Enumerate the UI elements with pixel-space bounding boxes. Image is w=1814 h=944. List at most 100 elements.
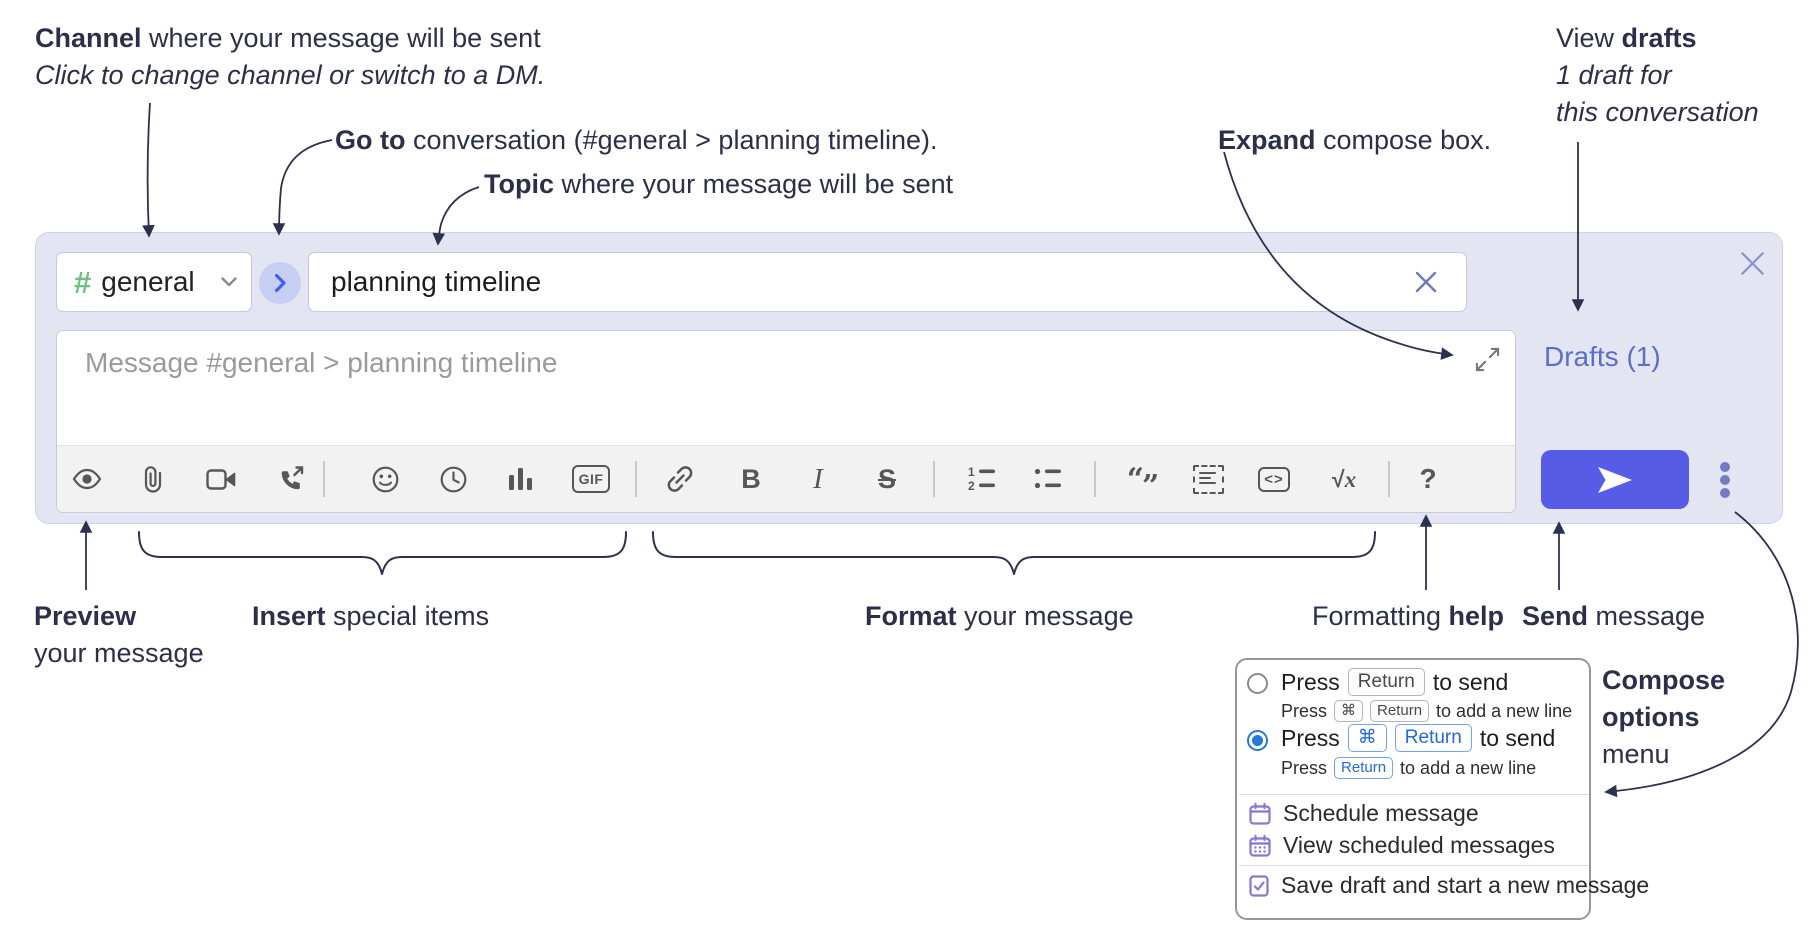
annotation-compose-options: Compose options menu [1602,665,1726,769]
bulleted-list-button[interactable] [1026,457,1070,501]
italic-icon: I [813,462,823,495]
menu-item-save-draft-new-message[interactable]: Save draft and start a new message [1249,872,1649,899]
chevron-right-icon [274,274,286,292]
close-compose-button[interactable] [1734,245,1770,281]
send-button[interactable] [1541,450,1689,509]
ellipsis-dot [1720,488,1730,498]
spoiler-button[interactable] [1186,457,1230,501]
annotation-topic: Topic where your message will be sent [484,169,954,199]
add-poll-button[interactable] [499,457,543,501]
ellipsis-dot [1720,475,1730,485]
message-input[interactable] [57,331,1515,448]
channel-hash-icon: # [74,264,92,300]
popup-divider [1239,865,1589,866]
message-formatting-help-button[interactable]: ? [1406,457,1450,501]
brace-format [652,531,1376,575]
menu-item-view-scheduled-messages[interactable]: View scheduled messages [1249,832,1555,859]
channel-selector[interactable]: # general [56,252,252,312]
annotation-go-to: Go to conversation (#general > planning … [335,125,938,155]
radio-dot [1252,735,1263,746]
clear-topic-button[interactable] [1408,264,1444,300]
option-return-to-send-subtext: Press ⌘ Return to add a new line [1281,700,1573,722]
add-global-time-button[interactable] [431,457,475,501]
eye-icon [72,468,102,490]
annotation-formatting-help: Formatting help [1312,601,1505,631]
attach-file-button[interactable] [131,457,175,501]
option-text: Press [1281,724,1340,751]
key-cmd: ⌘ [1334,700,1364,722]
numbered-list-button[interactable]: 1 2 [960,457,1004,501]
menu-item-label: Save draft and start a new message [1281,872,1650,898]
svg-text:2: 2 [968,479,975,492]
bar-chart-icon [509,468,532,490]
option-return-to-send[interactable]: Press Return to send [1281,668,1508,696]
arrow-channel [142,102,155,238]
phone-call-icon [281,465,303,489]
message-box: GIF B I [56,330,1516,513]
drafts-link[interactable]: Drafts (1) [1544,341,1661,372]
menu-item-label: View scheduled messages [1283,832,1555,858]
video-camera-icon [206,468,236,490]
toolbar-divider [323,461,325,497]
key-return: Return [1347,668,1425,696]
strikethrough-button[interactable]: S [865,457,909,501]
expand-diagonal-icon [1475,347,1499,371]
smiley-icon [372,466,398,492]
math-button[interactable]: √x [1322,457,1366,501]
bulleted-list-icon [1034,468,1061,489]
arrow-goto [272,139,333,236]
toolbar-divider [1094,461,1096,497]
bold-button[interactable]: B [729,457,773,501]
go-to-conversation-button[interactable] [259,262,301,304]
ellipsis-dot [1720,462,1730,472]
send-icon [1598,466,1632,493]
expand-compose-button[interactable] [1469,341,1505,377]
save-draft-icon [1249,874,1269,897]
compose-options-menu-button[interactable] [1713,462,1737,498]
spoiler-icon [1192,464,1224,494]
annotation-channel: Channel where your message will be sent … [35,23,546,90]
italic-button[interactable]: I [796,457,840,501]
code-icon: <> [1258,466,1290,492]
option-cmd-return-to-send[interactable]: Press ⌘ Return to send [1281,724,1555,752]
brace-insert [138,531,627,575]
option-cmd-return-to-send-subtext: Press Return to add a new line [1281,757,1537,779]
key-cmd: ⌘ [1347,724,1387,752]
radio-return-to-send[interactable] [1247,673,1268,694]
radio-cmd-return-to-send[interactable] [1247,730,1268,751]
quote-button[interactable]: “” [1120,457,1164,504]
annotation-insert: Insert special items [252,601,490,631]
option-text: to send [1432,668,1509,695]
menu-item-label: Schedule message [1283,800,1479,826]
key-return: Return [1394,724,1472,752]
link-icon [667,466,693,492]
gif-icon: GIF [571,465,611,493]
video-call-button[interactable] [199,457,243,501]
preview-button[interactable] [65,457,109,501]
emoji-button[interactable] [363,457,407,501]
option-text: to send [1479,724,1556,751]
audio-call-button[interactable] [269,457,313,501]
annotation-format: Format your message [865,601,1134,631]
paperclip-icon [144,466,162,493]
link-button[interactable] [658,457,702,501]
numbered-list-icon: 1 2 [968,466,995,492]
add-gif-button[interactable]: GIF [565,457,617,501]
annotation-expand: Expand compose box. [1218,125,1492,155]
question-mark-icon: ? [1419,463,1437,494]
math-icon: √x [1331,465,1357,492]
clock-icon [440,466,466,492]
annotation-view-drafts: View drafts 1 draft for this conversatio… [1556,23,1759,127]
chevron-down-icon [221,277,237,287]
key-return: Return [1334,757,1394,779]
compose-options-popup: Press Return to send Press ⌘ Return to a… [1235,658,1649,920]
code-button[interactable]: <> [1250,457,1298,501]
menu-item-schedule-message[interactable]: Schedule message [1249,800,1479,827]
topic-input[interactable] [308,252,1467,312]
toolbar-divider [933,461,935,497]
option-text: Press [1281,668,1340,695]
quote-icon: “” [1126,461,1160,504]
channel-selector-label: general [101,266,195,297]
calendar-grid-icon [1249,834,1271,857]
